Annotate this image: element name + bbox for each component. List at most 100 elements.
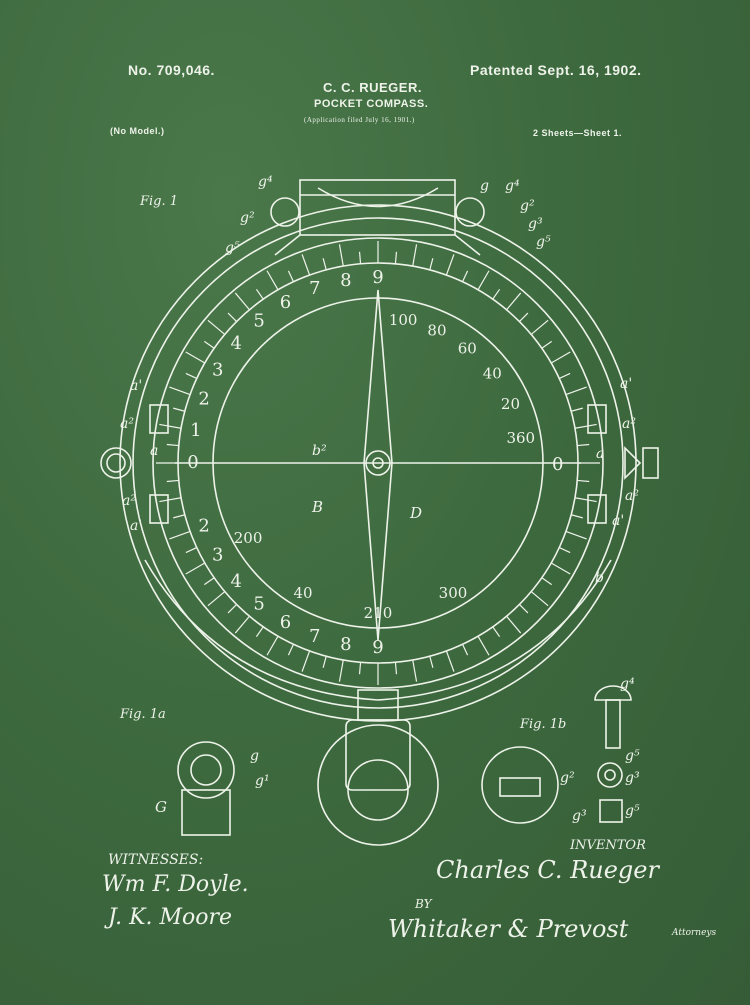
- dial-tick: [185, 372, 197, 380]
- dial-outer-label-lower: 4: [231, 571, 242, 592]
- dial-tick: [287, 270, 295, 282]
- ref-g5-fig1b-lower: g⁵: [625, 803, 640, 819]
- dial-tick: [207, 319, 226, 335]
- witness-2-signature: J. K. Moore: [108, 905, 233, 930]
- inventor-signature: Charles C. Rueger: [436, 856, 659, 884]
- patent-title: POCKET COMPASS.: [314, 98, 429, 110]
- patent-number: No. 709,046.: [128, 62, 215, 78]
- ref-g-fig1a: g: [250, 748, 259, 764]
- ref-g5-fig1b: g⁵: [625, 748, 640, 764]
- dial-tick: [166, 479, 179, 483]
- ref-a2-right: a²: [622, 416, 636, 432]
- fig1b-parts: [481, 685, 632, 824]
- dial-tick: [227, 312, 238, 323]
- application-note: (Application filed July 16, 1901.): [304, 116, 415, 124]
- ref-g2-fig1b: g²: [560, 770, 575, 786]
- ref-b: b: [595, 570, 604, 586]
- attorneys-label: Attorneys: [672, 928, 717, 938]
- dial-tick: [541, 577, 553, 586]
- dial-outer-label-lower: 2: [198, 515, 209, 536]
- dial-tick: [266, 635, 279, 656]
- dial-tick: [530, 319, 549, 335]
- fig1b-label: Fig. 1b: [519, 717, 566, 732]
- needle: [175, 289, 581, 641]
- ref-g3-fig1b: g³: [625, 770, 640, 786]
- dial-tick: [429, 656, 434, 668]
- inventor-name: C. C. RUEGER.: [323, 80, 422, 95]
- dial-tick: [550, 351, 571, 364]
- dial-tick: [287, 644, 295, 656]
- sheets-note: 2 Sheets—Sheet 1.: [533, 128, 623, 138]
- ref-a1-left: a': [130, 378, 142, 394]
- dial-tick: [565, 530, 587, 540]
- dial-tick: [185, 562, 206, 575]
- dial-tick: [574, 423, 597, 429]
- dial-inner-label: 80: [427, 322, 446, 340]
- dial-tick: [461, 270, 469, 282]
- dial-tick: [518, 603, 529, 614]
- dial-tick: [159, 497, 182, 503]
- dial-outer-label-lower: 3: [212, 545, 223, 566]
- dial-tick: [571, 514, 583, 519]
- dial-tick: [338, 244, 344, 267]
- fig1a-label: Fig. 1a: [119, 707, 166, 722]
- dial-tick: [185, 351, 206, 364]
- dial-tick: [571, 407, 583, 412]
- model-note: (No Model.): [110, 126, 165, 136]
- ref-a2-left-lower: a²: [122, 493, 136, 509]
- ref-a1-left-lower: a': [130, 518, 142, 534]
- dial-outer-label: 7: [309, 278, 320, 299]
- ref-g2-left: g²: [240, 210, 255, 226]
- ref-g4-right: g⁴: [505, 178, 520, 194]
- ref-G: G: [155, 798, 167, 816]
- dial-tick: [577, 479, 590, 483]
- patented-date: Patented Sept. 16, 1902.: [470, 62, 642, 78]
- dial-tick: [477, 270, 490, 291]
- dial-outer-label-lower: 8: [340, 634, 351, 655]
- dial-outer-label: 2: [198, 389, 209, 410]
- dial-tick: [445, 254, 455, 276]
- dial-tick: [322, 258, 327, 270]
- dial-tick: [492, 626, 501, 638]
- dial-right-zero: 0: [552, 454, 563, 475]
- level-vial: [270, 179, 485, 256]
- dial-tick: [301, 650, 311, 672]
- dial-tick: [301, 254, 311, 276]
- dial-tick: [255, 626, 264, 638]
- dial-tick: [577, 443, 590, 447]
- dial-inner-label: 20: [501, 395, 520, 413]
- dial-tick: [412, 244, 418, 267]
- ref-g5-right: g⁵: [536, 234, 551, 250]
- ref-B: B: [311, 498, 323, 516]
- dial-tick: [412, 659, 418, 682]
- ref-a2-left: a²: [120, 416, 134, 432]
- dial-outer-label-lower: 6: [280, 612, 291, 633]
- dial-outer-label: 5: [253, 310, 264, 331]
- dial-inner-label: 60: [458, 340, 477, 358]
- dial-tick: [203, 340, 215, 349]
- dial-tick: [207, 591, 226, 607]
- ref-a1-right: a': [620, 376, 632, 392]
- dial-tick: [173, 407, 185, 412]
- dial-tick: [518, 312, 529, 323]
- dial-inner-label: 40: [483, 365, 502, 383]
- dial-tick: [530, 591, 549, 607]
- ref-b2: b²: [312, 443, 327, 459]
- dial-outer-label-lower: 9: [372, 637, 383, 658]
- dial-inner-label-lower: 200: [234, 529, 263, 547]
- dial-tick: [173, 514, 185, 519]
- dial-tick: [358, 251, 362, 264]
- dial-outer-label: 6: [280, 292, 291, 313]
- inventor-label: INVENTOR: [570, 838, 646, 853]
- ref-g4-fig1b: g⁴: [620, 676, 635, 692]
- dial-tick: [159, 423, 182, 429]
- dial-outer-label-lower: 5: [253, 594, 264, 615]
- dial-tick: [506, 615, 522, 634]
- dial-tick: [445, 650, 455, 672]
- ref-D: D: [409, 504, 422, 522]
- dial-tick: [234, 615, 250, 634]
- dial-inner-label-lower: 210: [364, 604, 393, 622]
- ref-a2-right-lower: a²: [625, 488, 639, 504]
- dial-tick: [574, 497, 597, 503]
